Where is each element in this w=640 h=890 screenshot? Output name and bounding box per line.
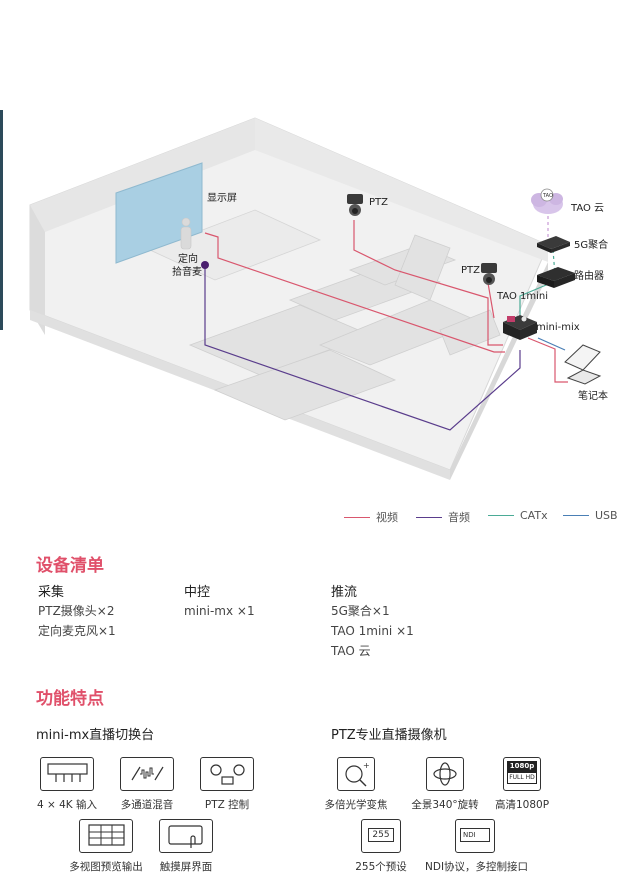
feature-label-presets: 255个预设 (355, 861, 407, 873)
feature-head-minimix: mini-mx直播切换台 (36, 728, 155, 743)
feature-presets: 255 255个预设 (331, 819, 431, 874)
legend-swatch-usb (563, 515, 589, 516)
video-cable-ptz1 (353, 220, 503, 346)
feature-touch-screen: 触摸屏界面 (136, 819, 236, 874)
presets-icon: 255 (361, 819, 401, 853)
catx-cable-router (519, 279, 559, 320)
label-minimix: mini-mix (536, 322, 580, 333)
room-back-wall-left (30, 118, 255, 232)
legend-video: 视频 (344, 509, 398, 525)
label-display: 显示屏 (207, 192, 237, 204)
column-head-control: 中控 (184, 585, 211, 600)
multiview-icon (79, 819, 133, 853)
feature-pan-rotate: 全景340°旋转 (395, 757, 495, 812)
label-tao-cloud: TAO 云 (570, 203, 604, 214)
capture-item-ptz: PTZ摄像头×2 (38, 604, 115, 618)
legend-usb: USB (563, 509, 618, 522)
feature-multiview: 多视图预览输出 (56, 819, 156, 874)
desk-rows (188, 234, 501, 421)
feature-label-4k-input: 4 × 4K 输入 (36, 799, 98, 811)
feature-ndi: NDI NDI协议，多控制接口 (425, 819, 529, 874)
hd-1080p-icon: 1080p FULL HD (503, 757, 541, 791)
hd-badge-top: 1080p (507, 761, 537, 772)
column-head-capture: 采集 (38, 585, 65, 600)
label-tao1mini: TAO 1mini (496, 291, 548, 302)
label-laptop: 笔记本 (578, 389, 608, 402)
ptz-control-icon (200, 757, 254, 791)
legend-swatch-video (344, 516, 370, 518)
label-router: 路由器 (574, 269, 604, 282)
legend-audio: 音频 (416, 509, 470, 525)
feature-label-optical-zoom: 多倍光学变焦 (324, 799, 388, 811)
svg-text:+: + (363, 761, 370, 770)
feature-ptz-control: PTZ 控制 (177, 757, 277, 812)
streaming-item-tao1mini: TAO 1mini ×1 (331, 624, 414, 638)
tao-cloud (531, 188, 563, 214)
label-tao-badge: TAO (542, 193, 553, 199)
pan-rotate-icon (426, 757, 464, 791)
room-back-wall-right (255, 118, 548, 262)
legend-catx: CATx (488, 509, 548, 522)
usb-cable (537, 337, 566, 351)
feature-optical-zoom: + 多倍光学变焦 (306, 757, 406, 812)
label-mic-line1: 定向 (178, 252, 198, 265)
legend-label-video: 视频 (376, 511, 398, 524)
feature-label-multiview: 多视图预览输出 (69, 861, 143, 873)
column-head-streaming: 推流 (331, 585, 358, 600)
feature-label-pan-rotate: 全景340°旋转 (411, 799, 479, 811)
streaming-item-5g: 5G聚合×1 (331, 604, 390, 618)
ndi-badge: NDI (460, 828, 490, 842)
equipment-title: 设备清单 (36, 556, 104, 576)
left-edge-strip (0, 110, 3, 330)
ptz-camera-2 (481, 263, 497, 285)
stage-area (148, 209, 322, 281)
legend-swatch-audio (416, 516, 442, 518)
audio-cable-mic (204, 265, 521, 431)
features-title: 功能特点 (36, 689, 104, 709)
hd-badge-bottom: FULL HD (507, 772, 537, 784)
legend-label-audio: 音频 (448, 511, 470, 524)
input-ports-icon (40, 757, 94, 791)
feature-label-audio-mix: 多通道混音 (120, 799, 174, 811)
capture-item-mic: 定向麦克风×1 (38, 624, 116, 638)
room-connection-diagram: 显示屏 PTZ PTZ 定向 拾音麦 TAO TAO 云 5G聚合 路由器 TA… (0, 110, 608, 480)
audio-mix-icon (120, 757, 174, 791)
feature-4k-input: 4 × 4K 输入 (17, 757, 117, 812)
streaming-item-taocloud: TAO 云 (331, 644, 371, 658)
label-mic-line2: 拾音麦 (172, 265, 202, 278)
feature-head-ptz: PTZ专业直播摄像机 (331, 728, 447, 743)
microphone-dot (201, 261, 209, 269)
legend-label-usb: USB (595, 509, 618, 522)
laptop-device (564, 344, 602, 385)
legend-label-catx: CATx (520, 509, 548, 522)
video-cable-ptz2 (487, 282, 495, 319)
feature-label-ndi: NDI协议，多控制接口 (425, 861, 529, 873)
presets-badge: 255 (368, 828, 394, 842)
label-ptz1: PTZ (369, 197, 388, 208)
feature-label-touch-screen: 触摸屏界面 (159, 861, 213, 873)
video-cable-laptop (527, 337, 568, 383)
control-item-minimx: mini-mx ×1 (184, 604, 255, 618)
optical-zoom-icon: + (337, 757, 375, 791)
touch-screen-icon (159, 819, 213, 853)
feature-audio-mix: 多通道混音 (97, 757, 197, 812)
room-left-wall (30, 205, 45, 335)
ndi-icon: NDI (455, 819, 495, 853)
label-5g: 5G聚合 (574, 238, 608, 251)
feature-label-ptz-control: PTZ 控制 (204, 799, 250, 811)
mini-mix-device (503, 315, 537, 340)
feature-hd-1080p: 1080p FULL HD 高清1080P (472, 757, 572, 812)
presenter-figure (180, 217, 192, 250)
feature-label-hd-1080p: 高清1080P (494, 799, 550, 811)
5g-aggregator (537, 236, 570, 253)
ptz-camera-1 (347, 194, 363, 216)
video-cable-display (204, 232, 505, 353)
label-ptz2: PTZ (461, 265, 480, 276)
display-screen (115, 162, 203, 264)
legend-swatch-catx (488, 515, 514, 516)
router-device (537, 267, 575, 288)
